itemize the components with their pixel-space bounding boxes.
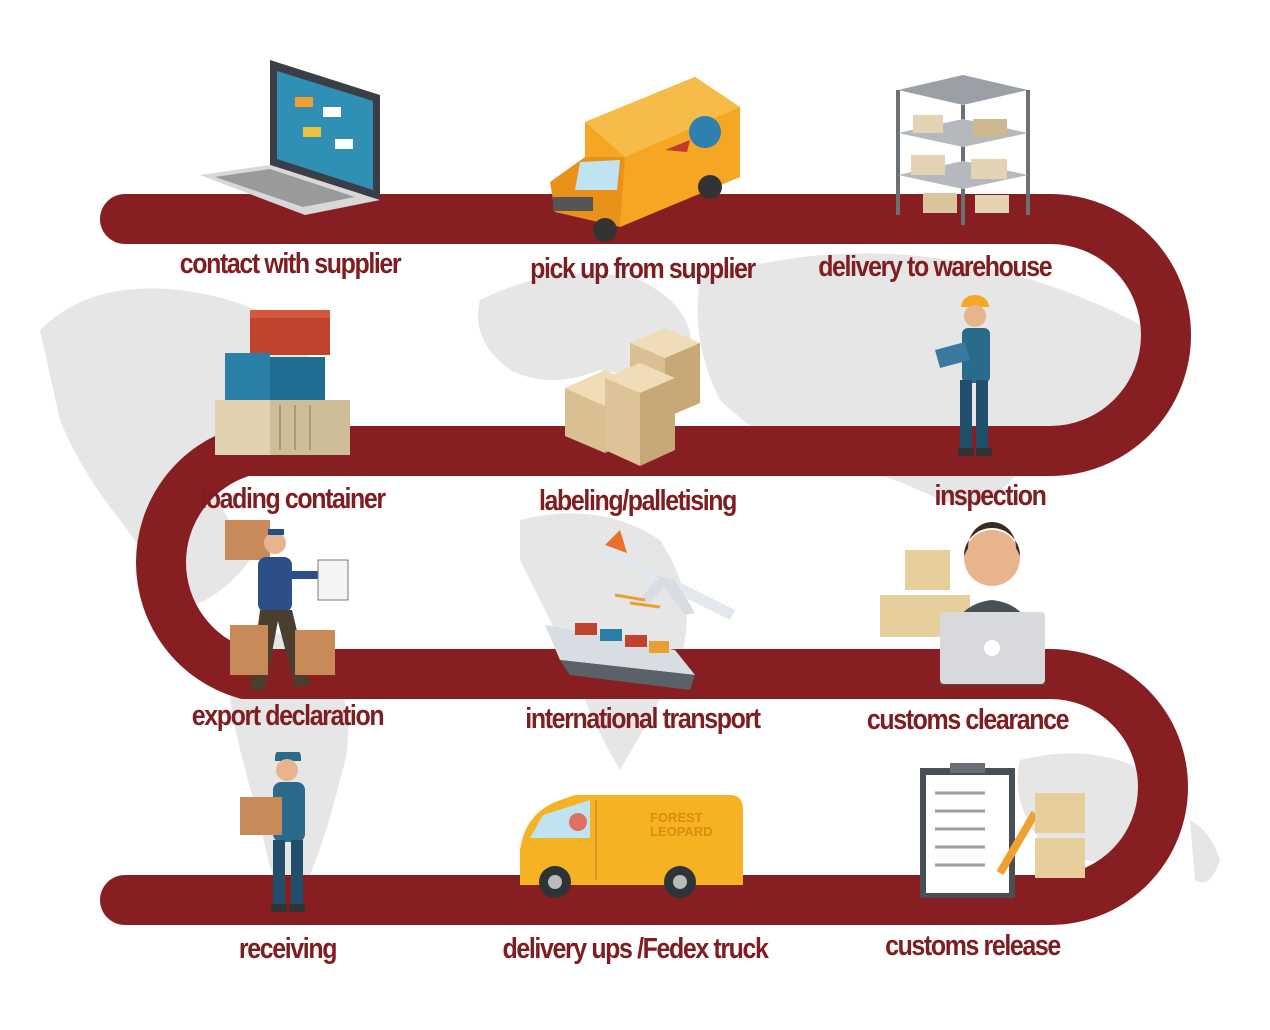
truck-brand-text: FOREST (650, 810, 703, 825)
step-label-loading-container: loading container (200, 483, 386, 515)
plane-ship-icon (545, 530, 735, 690)
porter-icon (225, 520, 349, 690)
laptop-icon (200, 60, 380, 215)
step-label-delivery-truck: delivery ups /Fedex truck (502, 933, 768, 965)
step-label-customs-release: customs release (885, 930, 1061, 962)
receiver-icon (240, 752, 305, 912)
flow-path (100, 194, 1191, 925)
van-icon (550, 77, 740, 242)
step-label-customs-clearance: customs clearance (866, 704, 1070, 736)
step-label-pick-up-from-supplier: pick up from supplier (530, 253, 756, 285)
containers-icon (215, 310, 350, 455)
warehouse-shelf-icon (896, 75, 1030, 225)
step-label-export-declaration: export declaration (191, 700, 385, 732)
step-label-receiving: receiving (238, 933, 338, 965)
step-label-labeling-palletising: labeling/palletising (539, 485, 737, 517)
step-label-delivery-to-warehouse: delivery to warehouse (818, 251, 1052, 283)
truck-brand-text-2: LEOPARD (650, 824, 713, 839)
delivery-truck-icon: FOREST LEOPARD (520, 795, 743, 898)
step-label-inspection: inspection (934, 480, 1047, 512)
customs-officer-icon (880, 522, 1045, 685)
clipboard-icon (920, 763, 1085, 898)
step-label-contact-with-supplier: contact with supplier (179, 248, 402, 280)
step-label-international-transport: international transport (525, 703, 761, 735)
inspector-icon (935, 295, 992, 456)
wooden-crates-icon (565, 328, 700, 466)
